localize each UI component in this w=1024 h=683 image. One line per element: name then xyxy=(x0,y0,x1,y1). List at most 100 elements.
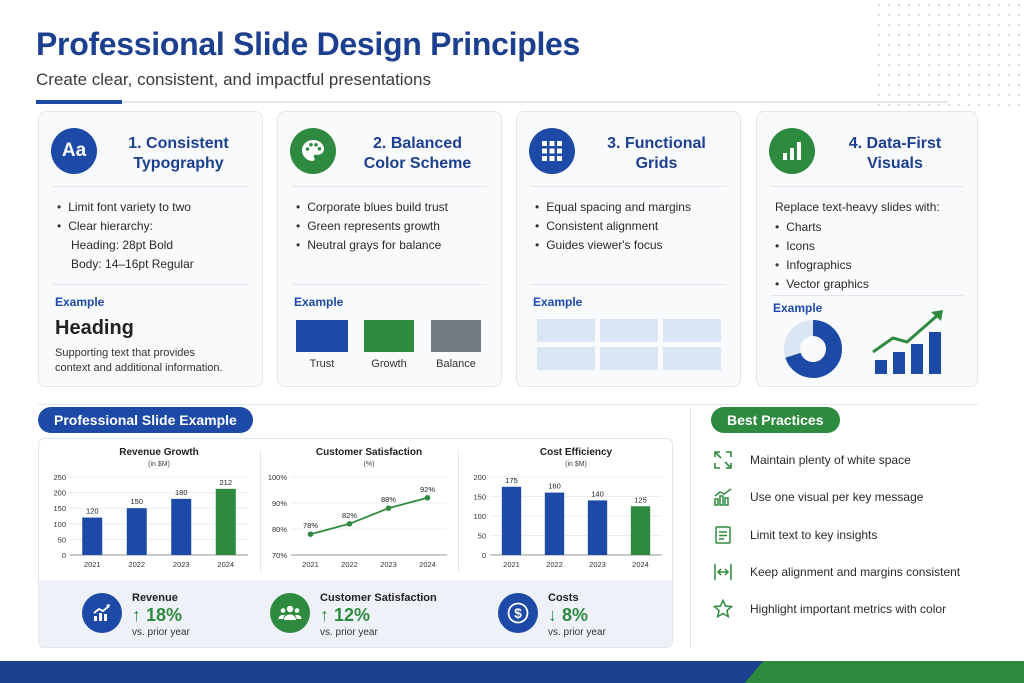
svg-text:$: $ xyxy=(514,605,522,621)
bar xyxy=(587,500,608,555)
data-label: 140 xyxy=(591,489,604,498)
dollar-icon: $ xyxy=(498,593,538,633)
y-tick-label: 250 xyxy=(53,473,66,482)
best-practice-item: Keep alignment and margins consistent xyxy=(712,560,960,584)
y-tick-label: 150 xyxy=(473,493,486,502)
chart-icon xyxy=(712,486,734,508)
swatch-growth xyxy=(364,320,414,352)
bar xyxy=(126,508,147,555)
example-label: Example xyxy=(294,295,344,309)
x-tick-label: 2022 xyxy=(546,560,563,569)
y-tick-label: 150 xyxy=(53,504,66,513)
x-tick-label: 2024 xyxy=(217,560,234,569)
best-practice-item: Maintain plenty of white space xyxy=(712,448,911,472)
bar xyxy=(215,488,236,555)
y-tick-label: 70% xyxy=(272,551,287,560)
footer-band xyxy=(0,661,1024,683)
grid-icon xyxy=(529,128,575,174)
x-tick-label: 2023 xyxy=(173,560,190,569)
card-intro: Replace text-heavy slides with: xyxy=(775,200,940,214)
data-label: 92% xyxy=(420,485,435,494)
data-label: 120 xyxy=(86,507,99,516)
best-practice-item: Highlight important metrics with color xyxy=(712,597,946,621)
document-icon xyxy=(712,524,734,546)
data-label: 175 xyxy=(505,476,518,485)
example-label: Example xyxy=(773,301,823,315)
data-point xyxy=(424,495,431,501)
example-label: Example xyxy=(533,295,583,309)
page-title: Professional Slide Design Principles xyxy=(36,26,581,62)
y-tick-label: 100 xyxy=(473,512,486,521)
typography-icon: Aa xyxy=(51,128,97,174)
donut-chart xyxy=(784,320,842,378)
x-tick-label: 2024 xyxy=(632,560,649,569)
example-label: Example xyxy=(55,295,105,309)
data-label: 78% xyxy=(303,521,318,530)
bar xyxy=(82,517,103,555)
trend-up-icon xyxy=(82,593,122,633)
best-practice-item: Limit text to key insights xyxy=(712,523,877,547)
x-tick-label: 2024 xyxy=(419,560,436,569)
card-bullets: Corporate blues build trust Green repres… xyxy=(296,198,448,255)
y-tick-label: 100 xyxy=(53,520,66,529)
card-bullets: Limit font variety to two Clear hierarch… xyxy=(57,198,194,274)
card-bullets: Charts Icons Infographics Vector graphic… xyxy=(775,218,869,294)
growth-bar-icon xyxy=(872,310,943,374)
y-tick-label: 100% xyxy=(268,473,288,482)
data-label: 88% xyxy=(381,495,396,504)
series-line xyxy=(310,496,428,536)
data-point xyxy=(307,531,314,537)
swatch-trust xyxy=(296,320,348,352)
bar xyxy=(630,506,651,555)
expand-icon xyxy=(712,449,734,471)
y-tick-label: 0 xyxy=(482,551,486,560)
best-practices-label: Best Practices xyxy=(711,407,840,433)
align-icon xyxy=(712,561,734,583)
x-tick-label: 2022 xyxy=(128,560,145,569)
y-tick-label: 50 xyxy=(478,532,486,541)
x-tick-label: 2021 xyxy=(302,560,319,569)
x-tick-label: 2022 xyxy=(341,560,358,569)
title-divider xyxy=(36,100,948,104)
revenue-growth-chart: Revenue Growth (in $M) 0 50 100 150 200 250 2021… xyxy=(53,447,248,569)
chart-subtitle: (in $M) xyxy=(565,461,587,468)
y-tick-label: 80% xyxy=(272,525,287,534)
y-tick-label: 50 xyxy=(58,535,66,544)
data-label: 180 xyxy=(175,488,188,497)
kpi-band xyxy=(39,580,672,647)
x-tick-label: 2021 xyxy=(503,560,520,569)
bar xyxy=(171,498,192,555)
example-section-label: Professional Slide Example xyxy=(38,407,253,433)
x-tick-label: 2021 xyxy=(84,560,101,569)
data-point xyxy=(346,521,353,527)
card-bullets: Equal spacing and margins Consistent ali… xyxy=(535,198,691,255)
best-practice-item: Use one visual per key message xyxy=(712,485,923,509)
star-icon xyxy=(712,598,734,620)
chart-title: Revenue Growth xyxy=(119,447,198,458)
bar xyxy=(544,492,565,555)
data-point xyxy=(385,505,392,511)
page-subtitle: Create clear, consistent, and impactful … xyxy=(36,70,431,89)
customer-satisfaction-chart: Customer Satisfaction(%)70%80%90%100%202… xyxy=(268,447,447,569)
data-label: 212 xyxy=(219,478,232,487)
y-tick-label: 200 xyxy=(53,489,66,498)
y-tick-label: 200 xyxy=(473,473,486,482)
chart-subtitle: (in $M) xyxy=(148,461,170,468)
bar-chart-icon xyxy=(769,128,815,174)
example-heading: Heading xyxy=(55,317,134,339)
swatch-balance xyxy=(431,320,481,352)
y-tick-label: 90% xyxy=(272,499,287,508)
palette-icon xyxy=(290,128,336,174)
swatch-label: Trust xyxy=(309,358,335,370)
y-tick-label: 0 xyxy=(62,551,66,560)
chart-title: Customer Satisfaction xyxy=(316,447,422,458)
swatch-label: Balance xyxy=(436,358,476,370)
